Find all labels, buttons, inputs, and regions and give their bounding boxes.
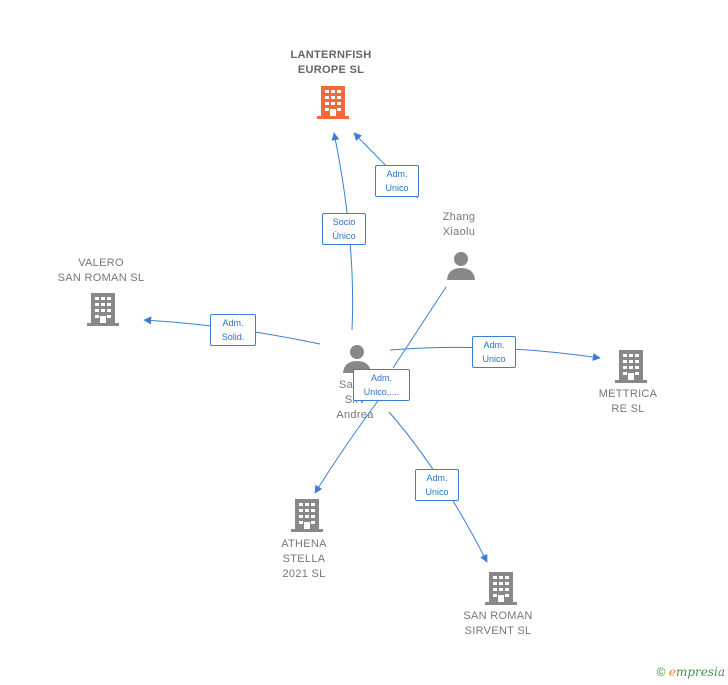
node-label-zhang[interactable]: Zhang Xiaolu [442, 211, 476, 238]
node-label-mettrica[interactable]: METTRICA RE SL [598, 388, 658, 415]
edge-label-adm-solid: Adm. Solid. [210, 314, 256, 346]
empresia-logo-initial: e [668, 665, 676, 679]
edge-label-adm-unico-center: Adm. Unico,.... [353, 369, 410, 401]
node-label-lanternfish[interactable]: LANTERNFISH EUROPE SL [290, 49, 372, 76]
edge-label-adm-unico-mettrica: Adm. Unico [472, 336, 516, 368]
person-icon-zhang[interactable] [446, 251, 476, 281]
building-icon-sanroman[interactable] [484, 570, 518, 606]
node-label-sanroman[interactable]: SAN ROMAN SIRVENT SL [463, 610, 533, 637]
edge-label-adm-unico-sanroman: Adm. Unico [415, 469, 459, 501]
empresia-credit[interactable]: © empresia [657, 665, 725, 679]
edge-label-adm-unico-zhang: Adm. Unico [375, 165, 419, 197]
empresia-logo-text: mpresia [675, 665, 725, 679]
node-label-athena[interactable]: ATHENA STELLA 2021 SL [281, 538, 327, 580]
edge-label-socio-unico: Socio Único [322, 213, 366, 245]
building-icon-mettrica[interactable] [614, 348, 648, 384]
node-label-valero[interactable]: VALERO SAN ROMAN SL [57, 257, 145, 284]
building-icon-valero[interactable] [86, 291, 120, 327]
building-icon-athena[interactable] [290, 497, 324, 533]
building-icon-lanternfish[interactable] [316, 84, 350, 120]
edge-zhang-center-line [392, 286, 447, 369]
edge-center-to-athena [314, 397, 381, 494]
copyright-icon: © [656, 665, 666, 679]
